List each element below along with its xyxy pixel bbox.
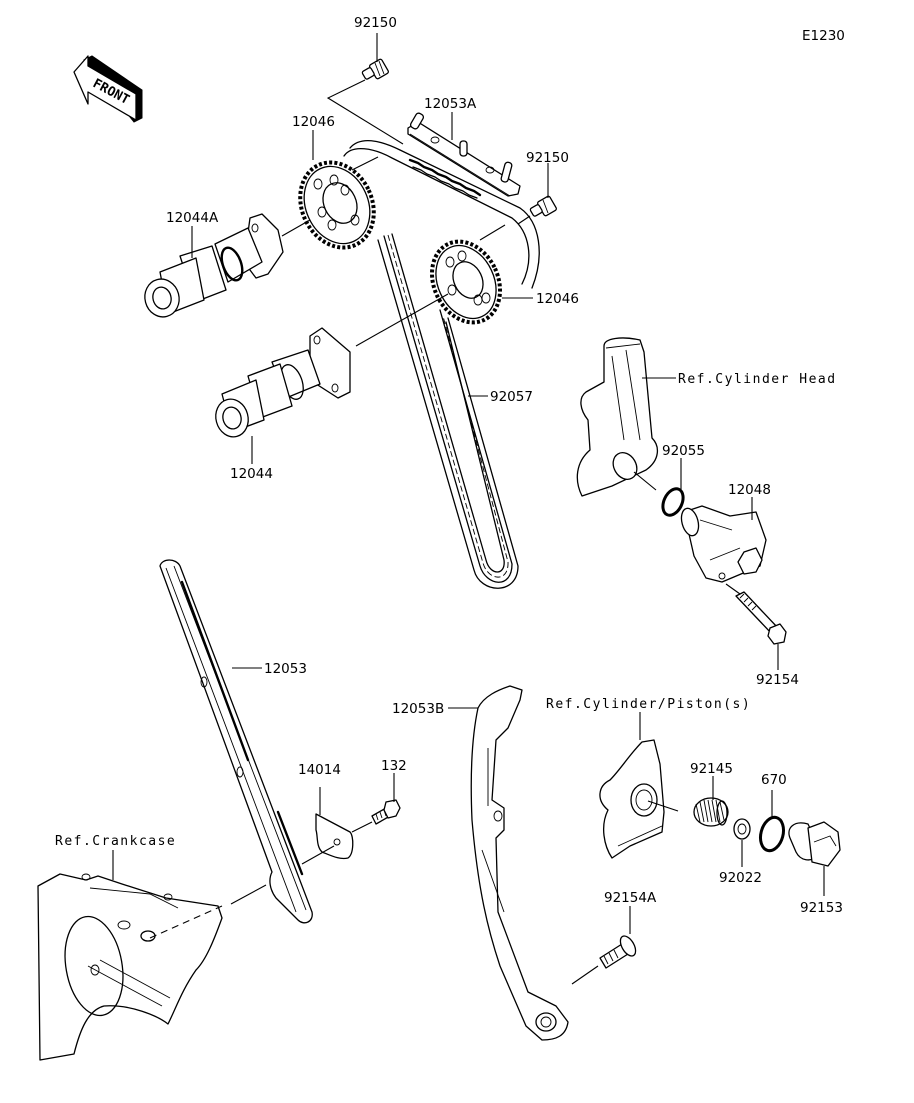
label-14014: 14014 <box>298 762 341 778</box>
part-92145-spring[interactable] <box>693 797 729 827</box>
ref-cylinder-head-part <box>576 337 658 497</box>
part-12046-sprocket-exhaust[interactable] <box>419 230 513 333</box>
part-132-bolt[interactable] <box>371 799 401 825</box>
part-92150-bolt-right[interactable] <box>529 195 557 217</box>
label-12046-lower: 12046 <box>536 291 579 307</box>
part-92153-cap-bolt[interactable] <box>788 821 841 867</box>
label-92145: 92145 <box>690 761 733 777</box>
part-92057-timing-chain[interactable] <box>377 233 519 589</box>
ref-cylinder-piston-label: Ref.Cylinder/Piston(s) <box>546 697 751 712</box>
label-92153: 92153 <box>800 900 843 916</box>
ref-crankcase-part <box>37 873 223 1061</box>
part-670-o-ring[interactable] <box>757 815 787 854</box>
label-12053: 12053 <box>264 661 307 677</box>
label-92057: 92057 <box>490 389 533 405</box>
label-92154A: 92154A <box>604 890 657 906</box>
label-92150-right: 92150 <box>526 150 569 166</box>
label-12044A: 12044A <box>166 210 219 226</box>
part-12053-chain-guide-front[interactable] <box>159 559 313 924</box>
ref-cylinder-piston-part <box>599 739 665 859</box>
ref-cylinder-head-label: Ref.Cylinder Head <box>678 372 837 387</box>
part-12053B-chain-guide-rear[interactable] <box>470 685 569 1041</box>
part-14014-plate[interactable] <box>315 813 354 860</box>
label-132: 132 <box>381 758 407 774</box>
part-12044-camshaft[interactable] <box>212 327 351 440</box>
part-92150-bolt-left[interactable] <box>361 58 389 80</box>
ref-crankcase-label: Ref.Crankcase <box>55 834 176 849</box>
part-12044A-camshaft[interactable] <box>141 213 284 321</box>
part-92022-washer[interactable] <box>733 818 751 840</box>
label-12048: 12048 <box>728 482 771 498</box>
diagram-code: E1230 <box>802 28 845 44</box>
label-92022: 92022 <box>719 870 762 886</box>
label-92154: 92154 <box>756 672 799 688</box>
label-92055: 92055 <box>662 443 705 459</box>
label-670: 670 <box>761 772 787 788</box>
part-92055-o-ring[interactable] <box>659 486 687 519</box>
label-12046-upper: 12046 <box>292 114 335 130</box>
label-12053B: 12053B <box>392 701 444 717</box>
part-12048-cam-chain-tensioner[interactable] <box>679 505 767 583</box>
part-92154-bolt-tensioner[interactable] <box>735 591 787 645</box>
label-12044: 12044 <box>230 466 273 482</box>
part-12053A-chain-guide-upper[interactable] <box>407 112 521 199</box>
part-12046-sprocket-intake[interactable] <box>287 150 388 259</box>
front-arrow-icon: FRONT <box>73 55 143 123</box>
label-12053A: 12053A <box>424 96 477 112</box>
label-92150-left: 92150 <box>354 15 397 31</box>
part-92154A-pivot-bolt[interactable] <box>599 933 639 969</box>
